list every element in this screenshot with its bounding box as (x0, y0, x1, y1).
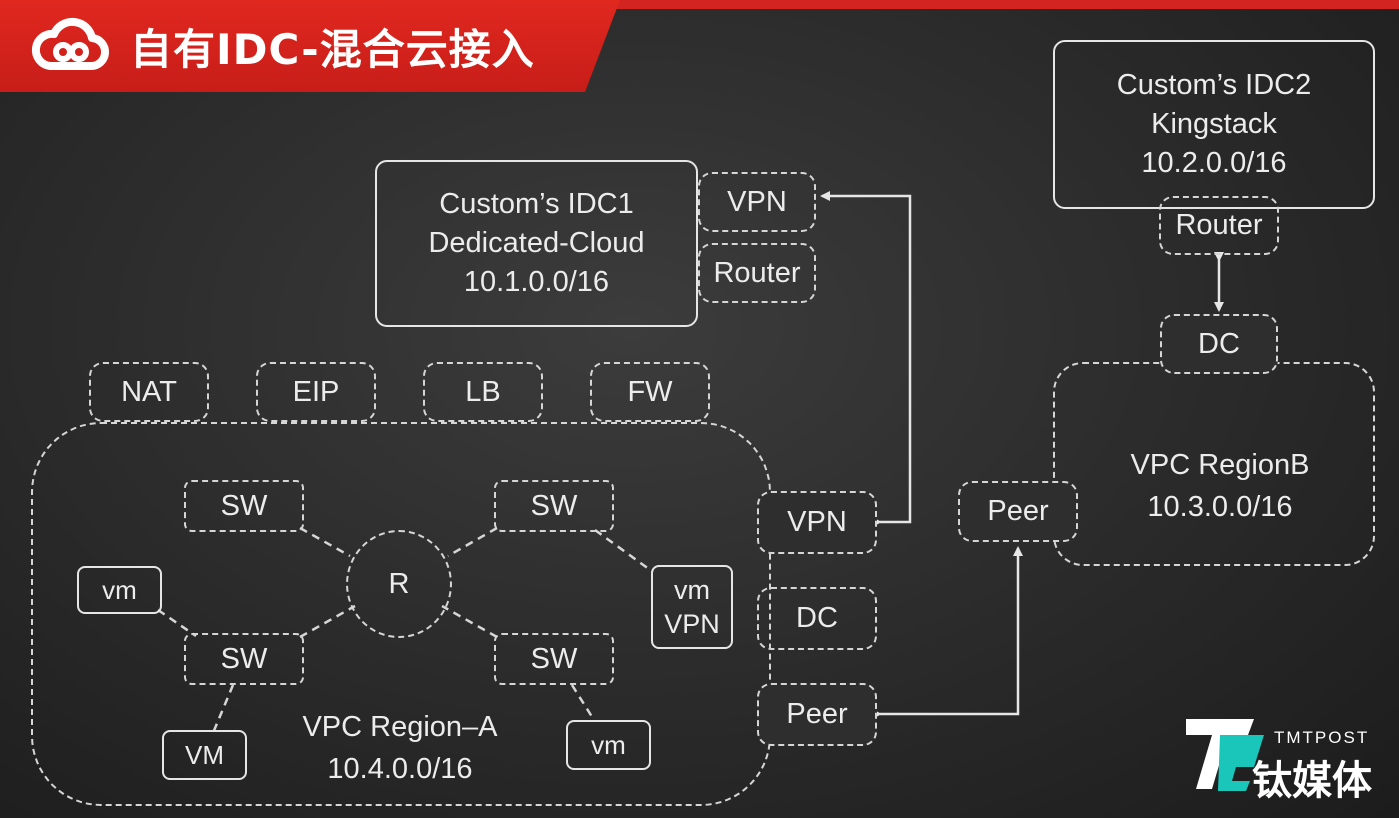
vpc-region-a-boundary (31, 422, 771, 806)
header-top-line (0, 0, 1399, 9)
idc1-box: Custom’s IDC1 Dedicated-Cloud 10.1.0.0/1… (375, 160, 698, 327)
idc1-vpn-node: VPN (698, 172, 816, 232)
router-node: R (346, 530, 452, 638)
region-a-peer-gateway: Peer (757, 683, 877, 746)
fw-service-node: FW (590, 362, 710, 422)
idc2-cidr: 10.2.0.0/16 (1141, 147, 1287, 179)
vm-vpn-line2: VPN (664, 609, 720, 639)
nat-service-node: NAT (89, 362, 209, 422)
vpc-region-b-label: VPC RegionB 10.3.0.0/16 (1080, 444, 1360, 528)
cloud-icon (31, 17, 110, 71)
link-peer-regionb (872, 546, 1023, 719)
vm-node-bottom-right: vm (566, 720, 651, 770)
switch-node-bottom-right: SW (494, 633, 614, 685)
vm-vpn-node: vm VPN (651, 565, 733, 649)
lb-service-node: LB (423, 362, 543, 422)
link-vpn-idc1 (820, 191, 912, 527)
idc1-type: Dedicated-Cloud (428, 227, 645, 259)
eip-service-node: EIP (256, 362, 376, 422)
tmtpost-logo-icon (1186, 719, 1264, 791)
vm-node-left: vm (77, 566, 162, 614)
idc1-cidr: 10.1.0.0/16 (463, 266, 610, 298)
vpc-region-a-cidr: 10.4.0.0/16 (327, 753, 473, 785)
idc2-router-node: Router (1159, 196, 1279, 255)
switch-node-top-left: SW (184, 480, 304, 532)
vpc-region-a-label: VPC Region–A 10.4.0.0/16 (240, 706, 560, 790)
vm-vpn-line1: vm (674, 575, 710, 605)
idc2-type: Kingstack (1151, 108, 1277, 140)
vm-node-bottom-left: VM (162, 730, 247, 780)
idc1-router-node: Router (698, 243, 816, 303)
idc2-title: Custom’s IDC2 (1116, 69, 1312, 101)
vpc-region-b-cidr: 10.3.0.0/16 (1147, 491, 1293, 523)
brand-big-text: 钛媒体 (1252, 758, 1372, 804)
region-a-dc-gateway: DC (757, 587, 877, 650)
switch-node-bottom-left: SW (184, 633, 304, 685)
idc1-title: Custom’s IDC1 (439, 188, 634, 220)
brand-small-text: TMTPOST (1274, 728, 1370, 747)
switch-node-top-right: SW (494, 480, 614, 532)
idc2-box: Custom’s IDC2 Kingstack 10.2.0.0/16 (1053, 40, 1375, 209)
region-b-dc-node: DC (1160, 314, 1278, 374)
region-b-peer-node: Peer (958, 481, 1078, 542)
region-a-vpn-gateway: VPN (757, 491, 877, 554)
vpc-region-b-name: VPC RegionB (1130, 449, 1310, 481)
page-title: 自有IDC-混合云接入 (130, 25, 535, 74)
vpc-region-a-name: VPC Region–A (302, 711, 498, 743)
